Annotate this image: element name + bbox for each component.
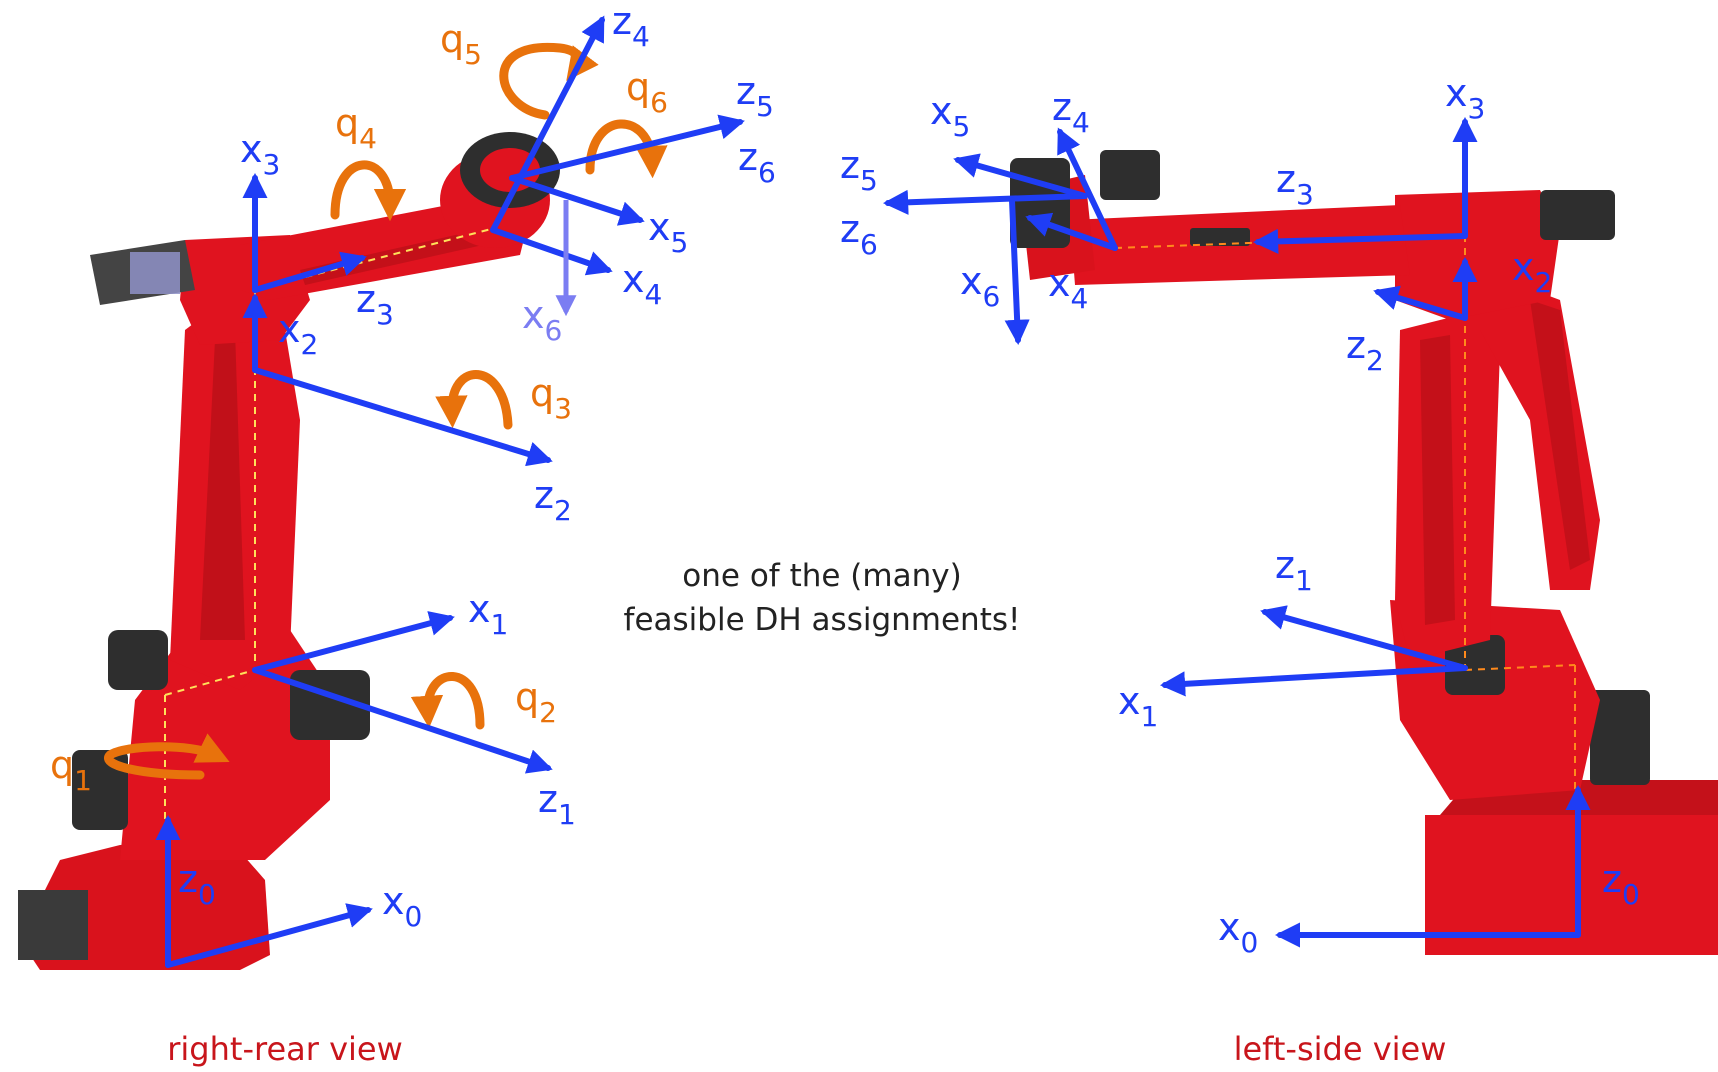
label-q1: q1 [50, 743, 92, 797]
label-right-z0: z0 [1602, 857, 1640, 911]
label-left-z0: z0 [178, 857, 216, 911]
label-right-z2: z2 [1346, 323, 1384, 377]
left-frame-axes [155, 15, 745, 968]
label-left-x1: x1 [468, 587, 508, 641]
right-axis-z5 [882, 189, 1088, 215]
label-left-x4: x4 [622, 257, 662, 311]
left-axis-x4 [490, 227, 613, 276]
right-robot-base-motor [1590, 690, 1650, 785]
right-robot-shoulder [1395, 190, 1560, 320]
left-robot-motor-2 [108, 630, 168, 690]
label-right-x3: x3 [1445, 71, 1485, 125]
label-q2: q2 [515, 675, 557, 729]
label-right-x4: x4 [1048, 261, 1088, 315]
label-left-z5: z5 [736, 69, 774, 123]
right-axis-x6 [1004, 197, 1030, 346]
right-robot-rear-motor [1540, 190, 1615, 240]
right-robot-flange [1010, 158, 1070, 248]
left-axis-z2 [252, 367, 553, 467]
left-robot-illustration [18, 132, 560, 970]
right-axis-z1 [1260, 605, 1468, 671]
right-frame-axes [882, 116, 1591, 948]
left-axis-labels: z0 x0 x1 z1 x2 z2 x3 z3 z4 x4 z5 x5 z6 [178, 0, 776, 933]
caption-left-side-view: left-side view [1234, 1030, 1447, 1068]
joint-q4-rotation [330, 160, 407, 222]
label-left-z1: z1 [538, 777, 576, 831]
label-right-x2: x2 [1512, 245, 1552, 299]
label-right-z5: z5 [840, 143, 878, 197]
label-right-x0: x0 [1218, 905, 1258, 959]
right-axis-x5 [953, 153, 1088, 199]
label-right-z3: z3 [1276, 157, 1314, 211]
left-axis-z3 [252, 251, 367, 293]
left-axis-x0 [165, 903, 373, 968]
label-left-z6: z6 [738, 135, 776, 189]
right-robot-illustration [1010, 150, 1718, 955]
joint-q3-rotation [435, 370, 513, 430]
label-right-z1: z1 [1275, 543, 1313, 597]
left-axis-x1 [252, 611, 455, 673]
right-axis-z3 [1252, 228, 1468, 255]
left-joint-labels: q1 q2 q3 q4 q5 q6 [50, 17, 668, 797]
label-q5: q5 [440, 17, 482, 71]
label-q4: q4 [335, 101, 377, 155]
label-right-x1: x1 [1118, 679, 1158, 733]
label-left-z3: z3 [356, 277, 394, 331]
left-axis-x5 [509, 175, 645, 226]
right-robot-joint-motor [1445, 635, 1505, 695]
right-axis-z4 [1057, 127, 1118, 251]
left-robot-motor-1 [72, 750, 128, 830]
joint-q1-rotation [103, 733, 230, 780]
left-joint-rotations [103, 42, 668, 780]
label-q6: q6 [626, 65, 668, 119]
joint-q5-rotation [499, 42, 599, 120]
left-axis-z5 [509, 114, 745, 181]
label-left-x3: x3 [240, 127, 280, 181]
right-robot-plinth [1425, 815, 1718, 955]
right-axis-labels: z0 x0 z1 x1 z2 x2 x3 z3 z4 x4 x5 z5 z6 x… [840, 71, 1640, 959]
label-q3: q3 [530, 371, 572, 425]
label-left-x5: x5 [648, 205, 688, 259]
note-line-2: feasible DH assignments! [624, 602, 1021, 638]
right-axis-x1 [1159, 665, 1468, 697]
note-line-1: one of the (many) [682, 558, 961, 594]
right-axis-x4 [1025, 212, 1118, 251]
label-left-z4: z4 [612, 0, 650, 53]
left-axis-z1 [252, 667, 553, 774]
label-left-x0: x0 [382, 879, 422, 933]
right-axis-z2 [1373, 285, 1468, 321]
left-robot-base-block [18, 890, 88, 960]
joint-q2-rotation [410, 672, 485, 730]
caption-right-rear-view: right-rear view [167, 1030, 403, 1068]
label-left-x2: x2 [278, 307, 318, 361]
label-left-z2: z2 [534, 473, 572, 527]
label-right-x6: x6 [960, 259, 1000, 313]
label-left-x6: x6 [522, 293, 562, 347]
label-right-z6: z6 [840, 207, 878, 261]
label-right-z4: z4 [1052, 85, 1090, 139]
left-axis-z4 [490, 15, 605, 233]
label-right-x5: x5 [930, 89, 970, 143]
